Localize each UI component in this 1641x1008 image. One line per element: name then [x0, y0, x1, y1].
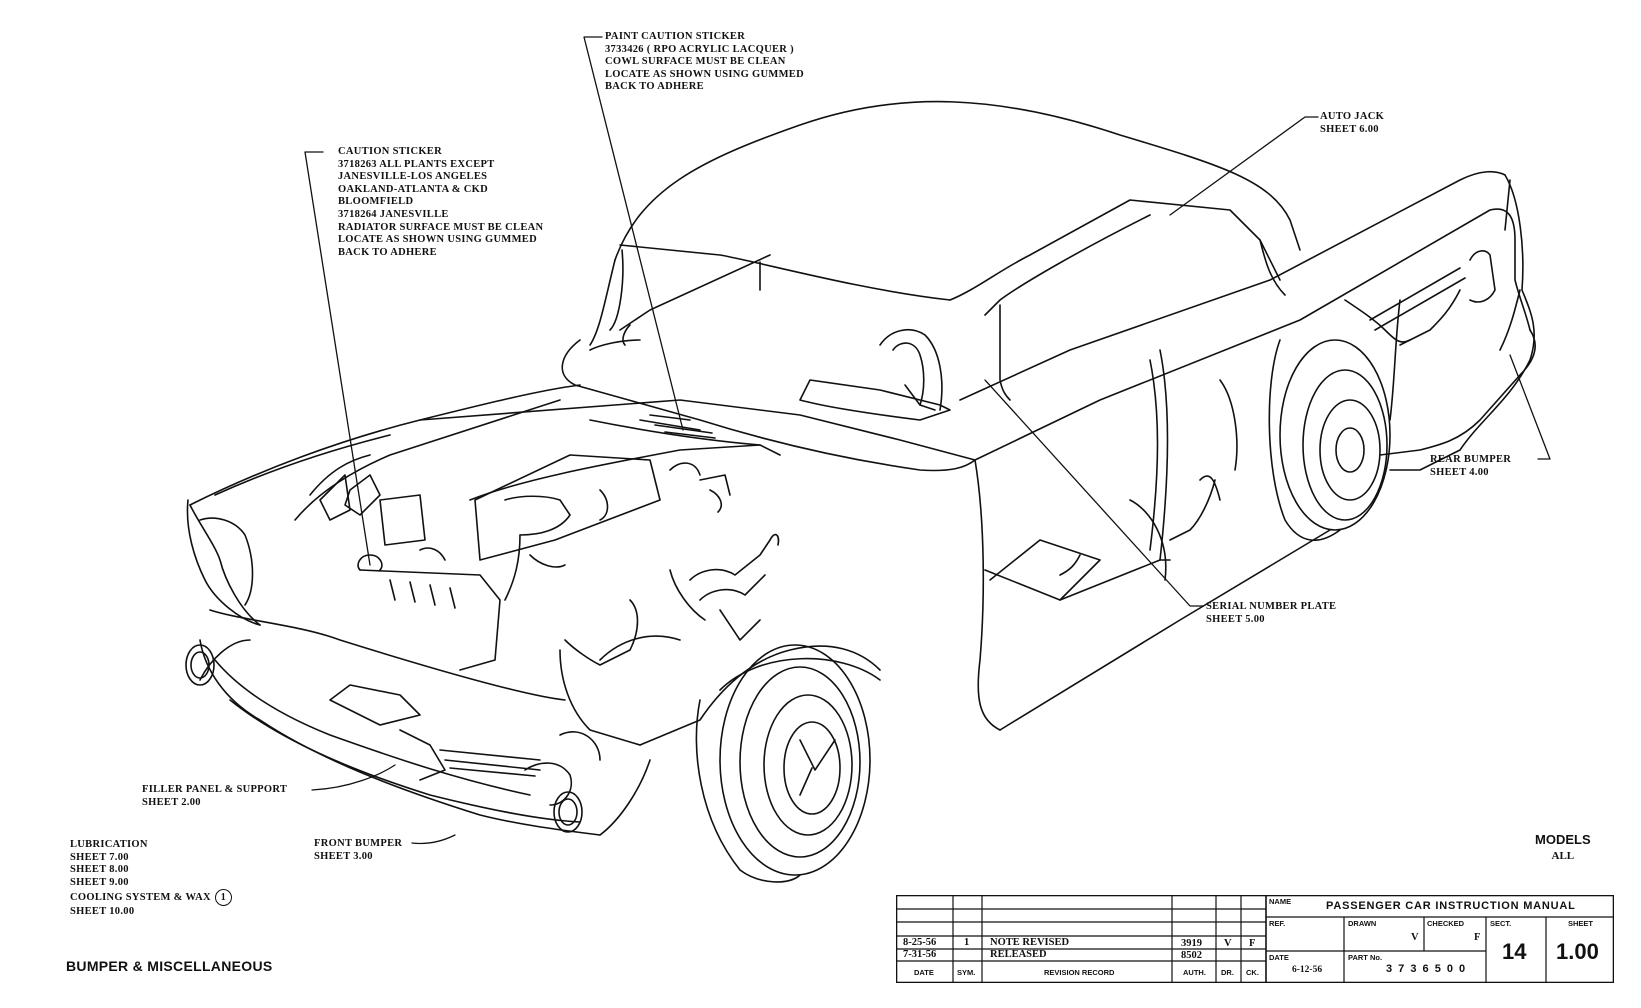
title-block-grid: [896, 895, 1614, 983]
callout-line: FILLER PANEL & SUPPORT: [142, 784, 288, 795]
hood-spears: [319, 462, 701, 521]
sheet-value: 1.00: [1556, 939, 1599, 964]
sect-value: 14: [1502, 939, 1527, 964]
part-value: 3 7 3 6 5 0 0: [1386, 963, 1467, 975]
callout-line: SHEET 4.00: [1430, 466, 1489, 478]
models-label: MODELS: [1535, 832, 1591, 847]
front-wheel: [695, 644, 881, 883]
body-side: [959, 170, 1536, 581]
hood-outline: [189, 384, 976, 626]
callout-line: SERIAL NUMBER PLATE: [1206, 601, 1337, 612]
revision-symbol-circle: 1: [214, 889, 232, 907]
rev-header-dr: DR.: [1221, 968, 1234, 977]
ref-label: REF.: [1269, 919, 1286, 928]
lubrication-line: SHEET 7.00: [70, 851, 129, 863]
callout-serial-number-plate: SERIAL NUMBER PLATE SHEET 5.00: [1206, 601, 1336, 626]
models-block: MODELS ALL: [1535, 832, 1591, 862]
drawn-label: DRAWN: [1348, 919, 1377, 928]
rev-row-1-ck: F: [1249, 938, 1256, 949]
callout-line: 3733426 ( RPO ACRYLIC LACQUER ): [605, 43, 794, 55]
callout-line: AUTO JACK: [1320, 111, 1385, 122]
rev-row-2-record: RELEASED: [990, 949, 1047, 960]
callout-paint-caution-sticker: PAINT CAUTION STICKER 3733426 ( RPO ACRY…: [605, 31, 804, 94]
section-title: BUMPER & MISCELLANEOUS: [66, 958, 273, 974]
callout-line: FRONT BUMPER: [314, 838, 403, 849]
rev-row-1-date: 8-25-56: [903, 937, 937, 948]
lubrication-line: SHEET 8.00: [70, 864, 129, 876]
rev-row-1-sym: 1: [964, 937, 970, 948]
door-outline: [974, 349, 1331, 731]
callout-line: 3718264 JANESVILLE: [338, 208, 449, 220]
models-value: ALL: [1551, 850, 1575, 862]
front-fender: [186, 499, 881, 746]
lubrication-line: LUBRICATION: [70, 839, 148, 850]
callout-line: CAUTION STICKER: [338, 146, 442, 157]
title-block: 8-25-56 1 NOTE REVISED 3919 V F 7-31-56 …: [896, 895, 1614, 983]
rev-row-2-date: 7-31-56: [903, 949, 937, 960]
drawn-value: V: [1411, 932, 1419, 943]
rear-wheel: [1268, 339, 1391, 542]
leader-paint-caution: [583, 36, 684, 431]
rev-header-ck: CK.: [1246, 968, 1259, 977]
callout-line: LOCATE AS SHOWN USING GUMMED: [338, 234, 537, 246]
cooling-label: COOLING SYSTEM & WAX: [70, 892, 211, 904]
part-label: PART No.: [1348, 953, 1383, 962]
engine-bay: [344, 454, 731, 671]
callout-filler-panel: FILLER PANEL & SUPPORT SHEET 2.00: [142, 784, 287, 809]
callout-line: SHEET 3.00: [314, 850, 373, 862]
sheet-label: SHEET: [1568, 919, 1594, 928]
lubrication-line: SHEET 9.00: [70, 876, 129, 888]
leader-filler-panel: [311, 764, 396, 791]
callout-line: 3718263 ALL PLANTS EXCEPT: [338, 158, 495, 170]
rev-row-1-dr: V: [1224, 938, 1232, 949]
leader-front-bumper: [411, 834, 456, 845]
headlights: [185, 644, 583, 833]
callout-line: REAR BUMPER: [1430, 454, 1512, 465]
callout-line: PAINT CAUTION STICKER: [605, 31, 746, 42]
callout-line: LOCATE AS SHOWN USING GUMMED: [605, 68, 804, 80]
leader-lines: [304, 36, 1551, 845]
date-value: 6-12-56: [1292, 965, 1323, 975]
callout-front-bumper: FRONT BUMPER SHEET 3.00: [314, 838, 402, 863]
rev-row-1-auth: 3919: [1181, 938, 1202, 949]
checked-label: CHECKED: [1427, 919, 1465, 928]
callout-line: SHEET 6.00: [1320, 123, 1379, 135]
lubrication-line: SHEET 10.00: [70, 906, 135, 918]
callout-line: OAKLAND-ATLANTA & CKD: [338, 183, 488, 195]
callout-auto-jack: AUTO JACK SHEET 6.00: [1320, 111, 1384, 136]
rev-row-1-record: NOTE REVISED: [990, 937, 1070, 948]
rev-header-date: DATE: [914, 968, 934, 977]
callout-line: SHEET 2.00: [142, 796, 201, 808]
lubrication-notes: LUBRICATION SHEET 7.00 SHEET 8.00 SHEET …: [70, 839, 232, 919]
roof-outline: [589, 100, 1301, 401]
rev-row-2-auth: 8502: [1181, 950, 1202, 961]
callout-line: JANESVILLE-LOS ANGELES: [338, 171, 488, 183]
front-bumper: [199, 639, 651, 836]
cowl-outline: [561, 324, 976, 472]
name-label: NAME: [1269, 897, 1292, 906]
rear-fender: [1389, 174, 1535, 471]
callout-rear-bumper: REAR BUMPER SHEET 4.00: [1430, 454, 1511, 479]
callout-line: SHEET 5.00: [1206, 613, 1265, 625]
callout-caution-sticker: CAUTION STICKER 3718263 ALL PLANTS EXCEP…: [338, 146, 543, 259]
callout-line: BACK TO ADHERE: [338, 246, 437, 258]
callout-line: COWL SURFACE MUST BE CLEAN: [605, 56, 786, 68]
callout-line: BLOOMFIELD: [338, 196, 414, 208]
sect-label: SECT.: [1490, 919, 1512, 928]
rev-header-sym: SYM.: [957, 968, 976, 977]
checked-value: F: [1474, 932, 1481, 943]
callout-line: RADIATOR SURFACE MUST BE CLEAN: [338, 221, 544, 233]
leader-auto-jack: [1169, 116, 1319, 216]
rev-header-auth: AUTH.: [1183, 968, 1206, 977]
leader-rear-bumper: [1509, 354, 1551, 460]
steering-column: [669, 533, 780, 641]
name-value: PASSENGER CAR INSTRUCTION MANUAL: [1326, 900, 1576, 912]
leader-serial-plate: [984, 379, 1204, 607]
date-label: DATE: [1269, 953, 1289, 962]
rev-header-record: REVISION RECORD: [1044, 968, 1115, 977]
callout-line: BACK TO ADHERE: [605, 81, 704, 93]
leader-caution-sticker: [304, 151, 371, 566]
